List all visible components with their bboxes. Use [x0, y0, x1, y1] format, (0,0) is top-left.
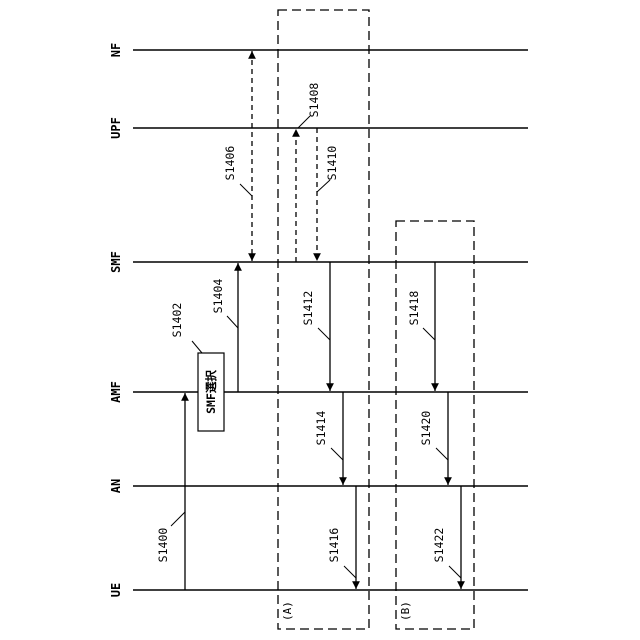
process-box-label: SMF選択 [204, 370, 218, 414]
lane-label-amf: AMF [109, 381, 123, 403]
step-label-s1402: S1402 [170, 303, 184, 338]
step-label-s1408: S1408 [307, 83, 321, 118]
leader-s1412 [318, 328, 330, 340]
leader-s1410 [317, 180, 330, 192]
group-label-b: (B) [399, 601, 412, 621]
leader-s1418 [423, 328, 435, 340]
step-label-s1418: S1418 [407, 291, 421, 326]
leader-s1400 [171, 512, 185, 526]
lane-label-upf: UPF [109, 117, 123, 139]
lane-label-an: AN [109, 479, 123, 493]
leader-s1404 [227, 316, 238, 328]
step-label-s1422: S1422 [432, 528, 446, 563]
step-label-s1416: S1416 [327, 528, 341, 563]
step-label-s1414: S1414 [314, 411, 328, 446]
leader-s1416 [344, 566, 356, 578]
lane-label-smf: SMF [109, 251, 123, 273]
leader-s1422 [449, 566, 461, 578]
lane-label-ue: UE [109, 583, 123, 597]
step-label-s1420: S1420 [419, 411, 433, 446]
leader-s1406 [240, 184, 252, 196]
step-label-s1400: S1400 [156, 528, 170, 563]
step-label-s1404: S1404 [211, 279, 225, 314]
step-label-s1410: S1410 [325, 146, 339, 181]
leader-s1420 [436, 448, 448, 460]
group-label-a: (A) [281, 601, 294, 621]
step-label-s1406: S1406 [223, 146, 237, 181]
step-label-s1412: S1412 [301, 291, 315, 326]
lane-label-nf: NF [109, 43, 123, 57]
leader-s1414 [331, 448, 343, 460]
leader-s1402 [192, 341, 202, 353]
